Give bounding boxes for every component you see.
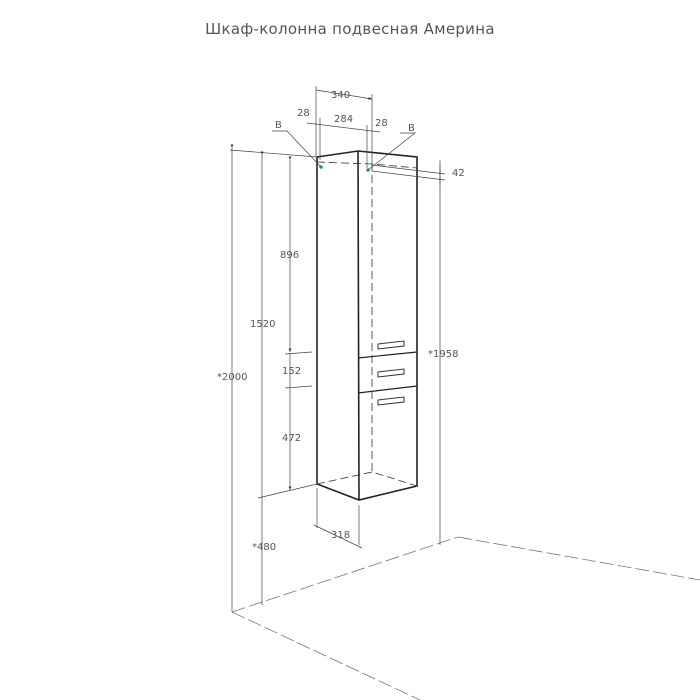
drawing-title: Шкаф-колонна подвесная Америна: [205, 20, 495, 38]
floor-outline: [231, 536, 700, 700]
dim-width-total: 340: [331, 90, 350, 101]
cabinet: [316, 150, 418, 501]
mount-label-left: B: [275, 120, 282, 131]
dim-side-right: 28: [375, 118, 388, 129]
dimension-lines: [229, 86, 446, 612]
leader-lines: [272, 130, 417, 171]
dim-top-offset: 42: [452, 168, 465, 179]
dim-floor-clearance: *480: [252, 542, 276, 553]
dim-mount-height: 1520: [250, 319, 275, 330]
mount-label-right: B: [408, 123, 415, 134]
dim-floor-to-top: *1958: [428, 349, 458, 360]
dim-total-height: *2000: [217, 372, 247, 383]
dim-inner-width: 284: [334, 114, 353, 125]
dim-side-left: 28: [297, 108, 310, 119]
hidden-edges: [316, 161, 418, 487]
dim-lower-section: 472: [282, 433, 301, 444]
dim-upper-section: 896: [280, 250, 299, 261]
dim-depth: 318: [331, 530, 350, 541]
dim-drawer: 152: [282, 366, 301, 377]
handles: [377, 340, 405, 406]
